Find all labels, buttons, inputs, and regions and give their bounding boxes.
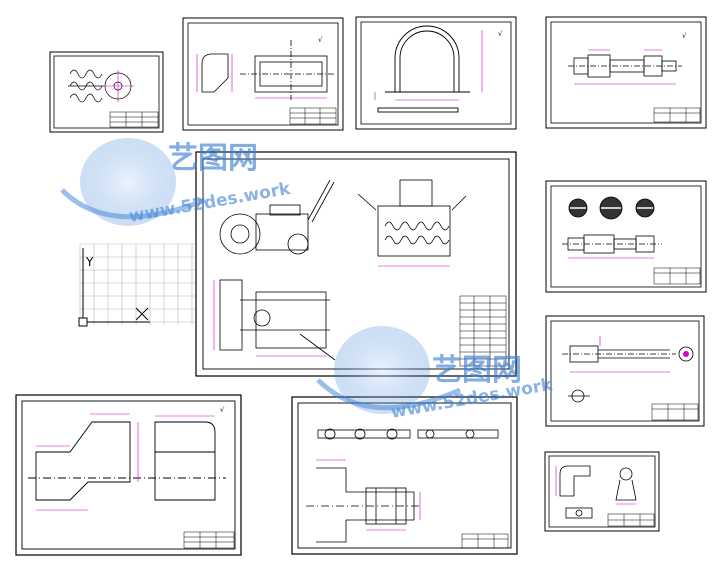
globe-icon bbox=[80, 138, 176, 226]
sheet-spring-shaft[interactable] bbox=[49, 51, 164, 133]
watermark-brand-lower: 艺图网 bbox=[432, 353, 522, 388]
sheet-arch-frame[interactable]: √ bbox=[355, 16, 517, 130]
svg-text:√: √ bbox=[220, 406, 225, 414]
svg-text:√: √ bbox=[682, 32, 687, 40]
sheet-frame-weldment[interactable] bbox=[291, 396, 518, 555]
ucs-y-label: Y bbox=[85, 255, 94, 269]
sheet-small-bracket[interactable] bbox=[544, 451, 660, 532]
sheet-axle-part[interactable] bbox=[545, 315, 705, 427]
sheet-bracket-part[interactable]: √ bbox=[182, 17, 344, 131]
sheet-guard-plate[interactable]: √ bbox=[15, 394, 242, 556]
sheet-shaft-sections[interactable] bbox=[545, 180, 707, 293]
watermark-brand: 艺图网 bbox=[168, 141, 258, 176]
watermark-upper: 艺图网 www.52des.work bbox=[60, 138, 293, 227]
ucs-x-label: X bbox=[152, 319, 153, 321]
ucs-grid: Y bbox=[78, 243, 195, 327]
sheet-stepped-shaft-a[interactable]: √ bbox=[545, 16, 707, 129]
svg-text:√: √ bbox=[498, 30, 503, 38]
watermark-lower: 艺图网 www.52des.work bbox=[316, 326, 555, 423]
svg-text:√: √ bbox=[318, 36, 323, 44]
globe-icon bbox=[334, 326, 430, 414]
